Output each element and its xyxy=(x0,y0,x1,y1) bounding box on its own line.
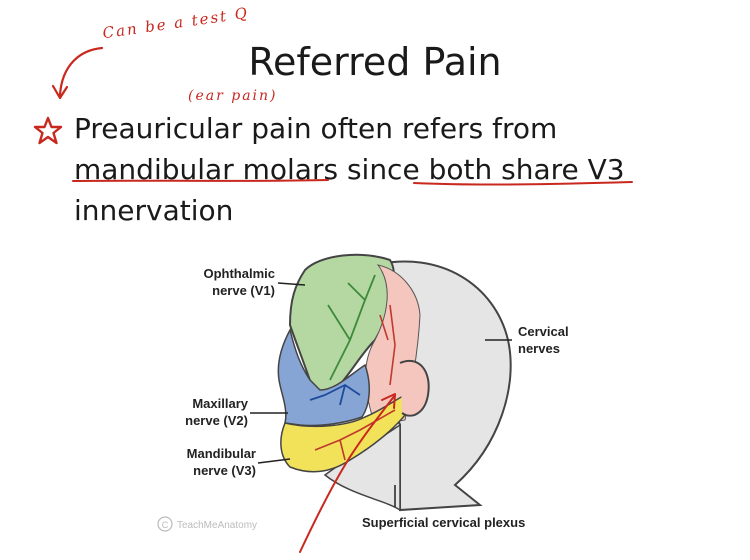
label-ophthalmic-line1: Ophthalmic xyxy=(203,266,275,281)
label-superficial-cervical-plexus: Superficial cervical plexus xyxy=(362,515,525,530)
copyright-c: C xyxy=(162,520,169,530)
label-cervical-line1: Cervical xyxy=(518,324,569,339)
annotation-arrow-jaw xyxy=(299,393,396,553)
label-mandibular-line2: nerve (V3) xyxy=(193,463,256,478)
label-cervical-line2: nerves xyxy=(518,341,560,356)
label-maxillary-line1: Maxillary xyxy=(192,396,248,411)
bullet-text-part2: since xyxy=(338,153,429,186)
annotation-arrow xyxy=(51,46,104,100)
handwritten-underlines xyxy=(72,179,633,186)
bullet-highlight-share-v3: both share V3 xyxy=(428,153,625,186)
label-ophthalmic-line2: nerve (V1) xyxy=(212,283,275,298)
bullet-text-part1: Preauricular pain often refers from xyxy=(74,112,558,145)
watermark-text: TeachMeAnatomy xyxy=(177,520,257,531)
label-maxillary-line2: nerve (V2) xyxy=(185,413,248,428)
handwritten-note-ear-pain: (ear pain) xyxy=(188,88,278,104)
copyright-icon xyxy=(157,516,173,532)
slide-title: Referred Pain xyxy=(248,40,502,84)
head-nerve-diagram: Ophthalmic nerve (V1) Maxillary nerve (V… xyxy=(157,253,569,532)
label-mandibular-line1: Mandibular xyxy=(187,446,256,461)
bullet-text-part3: innervation xyxy=(74,194,234,227)
star-bullet-icon xyxy=(33,116,63,145)
